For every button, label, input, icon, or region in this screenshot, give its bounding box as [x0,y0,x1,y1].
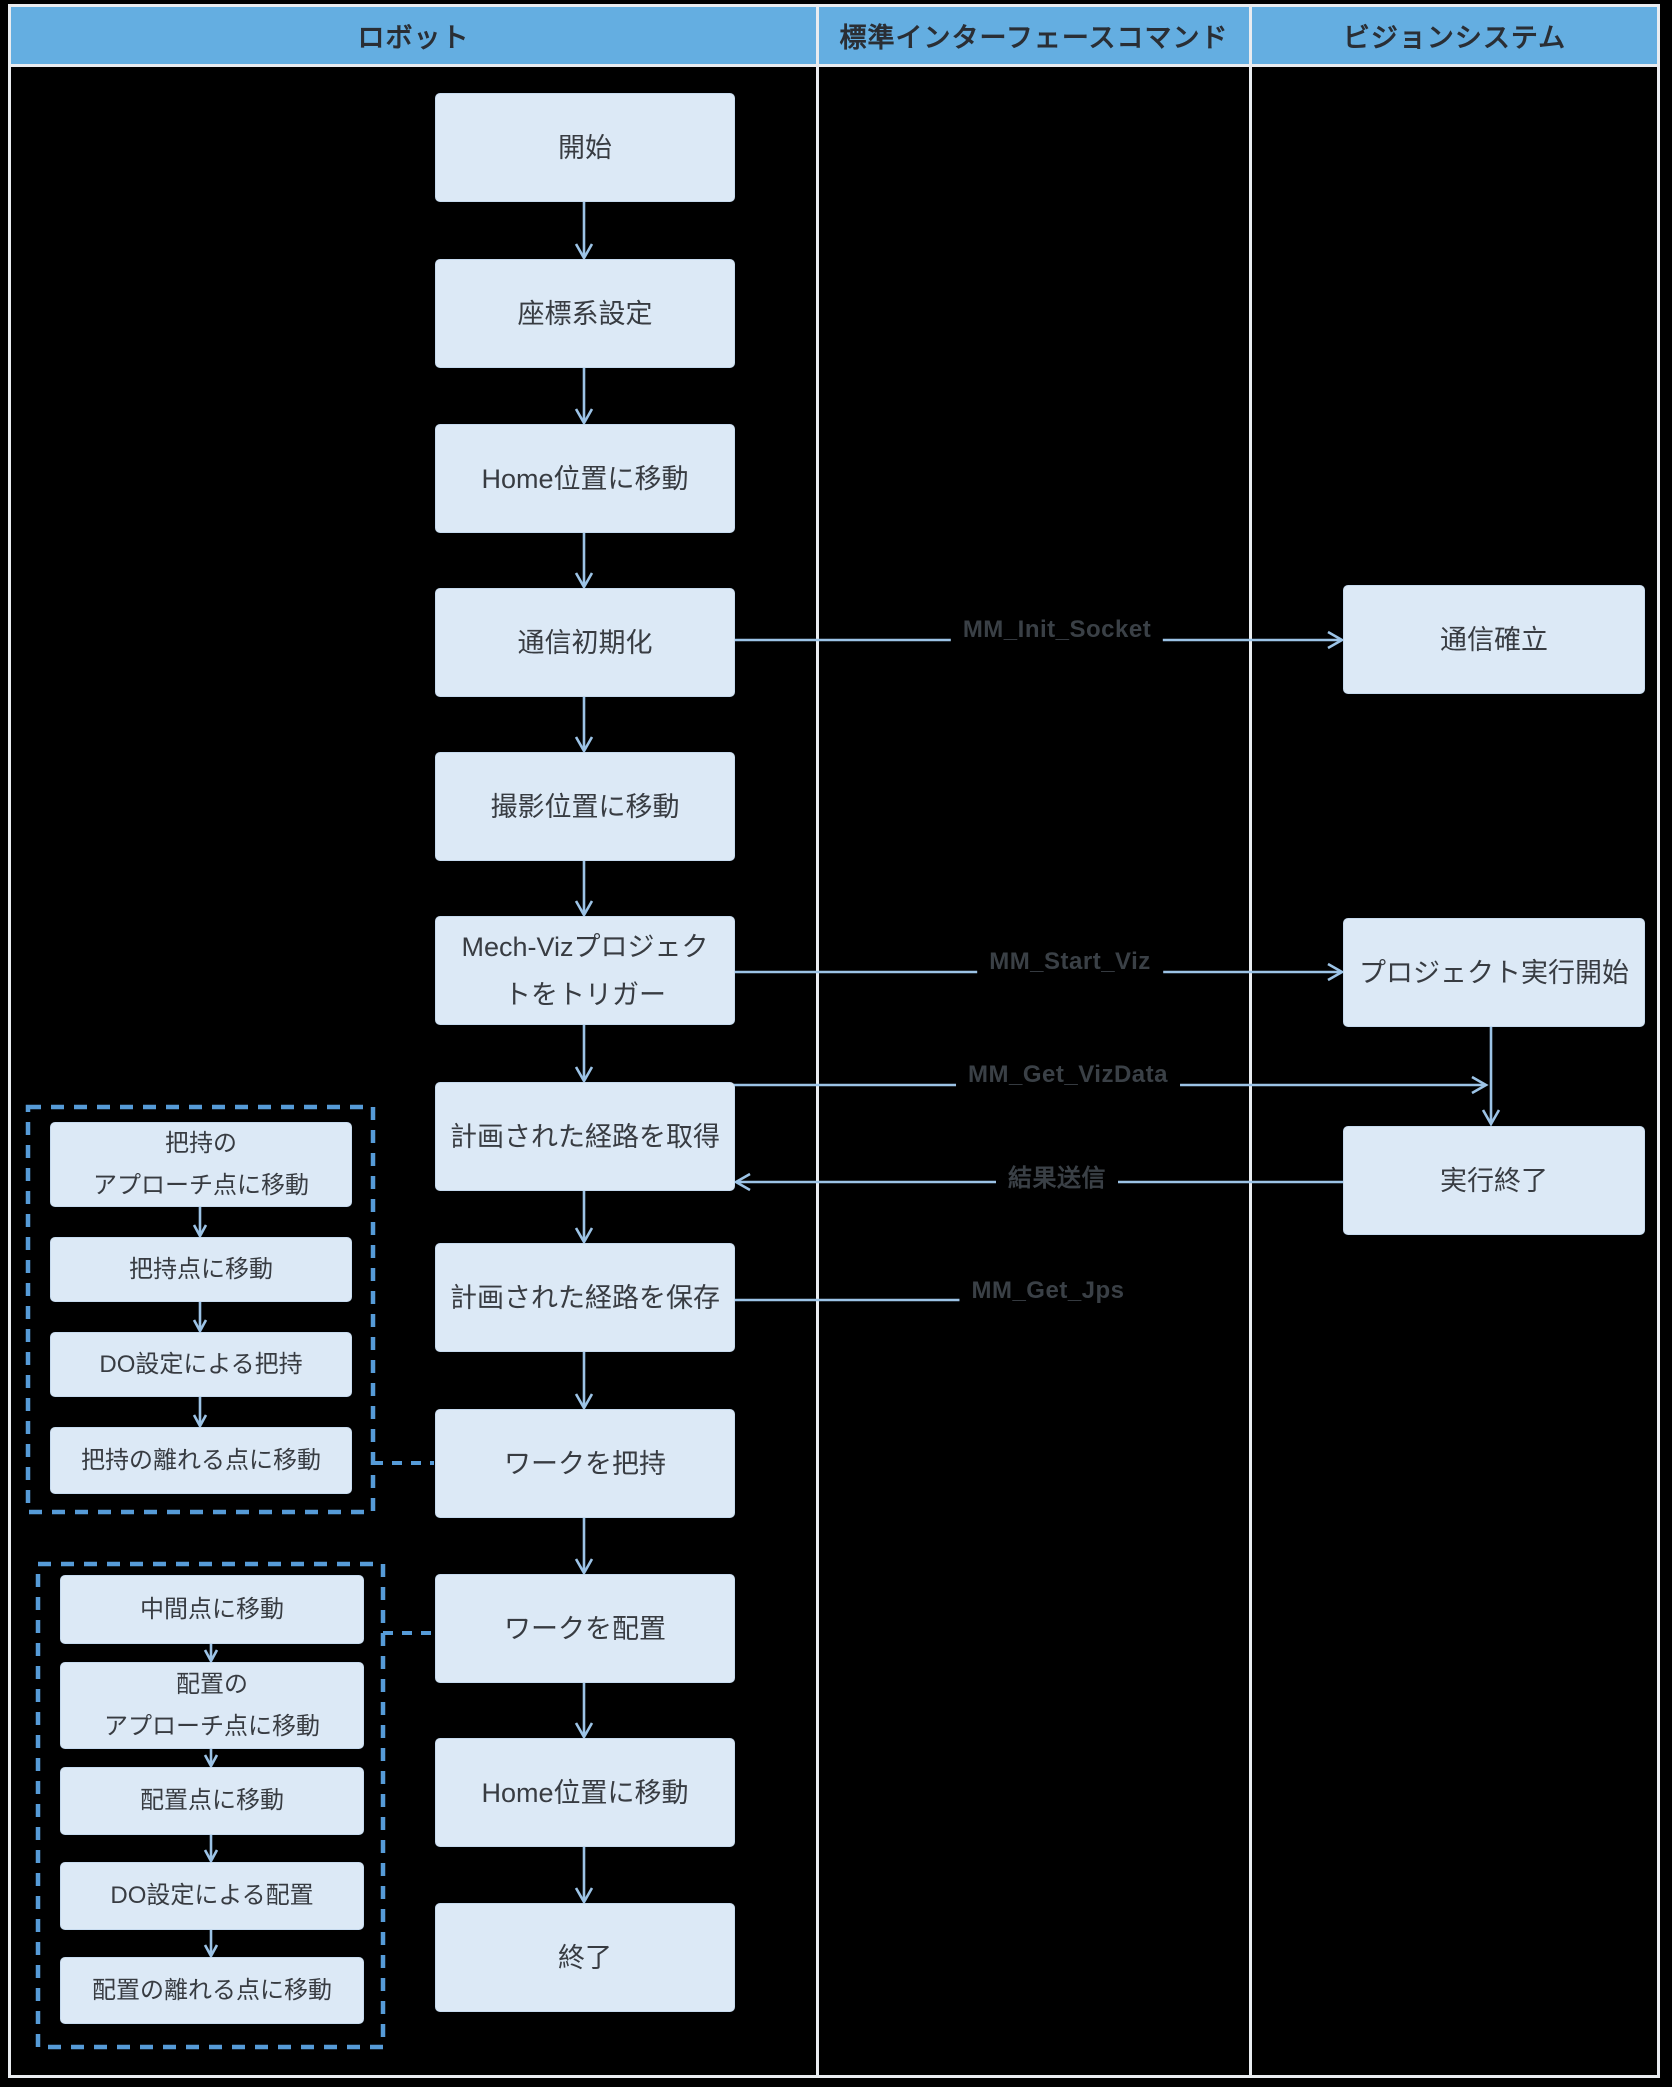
flow-node-get-planned-path: 計画された経路を取得 [435,1082,735,1191]
flow-node-end: 終了 [435,1903,735,2012]
lane-header-vision-system: ビジョンシステム [1342,23,1567,53]
flow-node-init-communication: 通信初期化 [435,588,735,697]
place-step-move-approach-point: 配置の アプローチ点に移動 [60,1662,364,1749]
flow-node-execution-end: 実行終了 [1343,1126,1645,1235]
lane-header-interface-commands: 標準インターフェースコマンド [839,23,1229,53]
lane-header-robot: ロボット [357,23,470,53]
flow-node-start: 開始 [435,93,735,202]
lane-divider-robot-commands [816,7,819,2075]
command-label-mm-get-vizdata: MM_Get_VizData [956,1058,1180,1092]
command-label-mm-start-viz: MM_Start_Viz [977,945,1163,979]
diagram-outer-border [8,4,1660,2078]
flow-node-set-coordinate-system: 座標系設定 [435,259,735,368]
command-label-result-send: 結果送信 [996,1155,1118,1196]
header-bar [11,7,1657,64]
place-step-move-departure-point: 配置の離れる点に移動 [60,1957,364,2024]
grip-step-move-approach-point: 把持の アプローチ点に移動 [50,1122,352,1207]
header-bottom-divider [11,64,1657,67]
flow-node-save-planned-path: 計画された経路を保存 [435,1243,735,1352]
grip-step-move-grip-point: 把持点に移動 [50,1237,352,1302]
flow-node-move-capture-position: 撮影位置に移動 [435,752,735,861]
command-label-mm-get-jps: MM_Get_Jps [959,1274,1137,1308]
lane-divider-commands-vision [1249,7,1252,2075]
grip-step-move-departure-point: 把持の離れる点に移動 [50,1427,352,1494]
place-step-move-intermediate-point: 中間点に移動 [60,1575,364,1644]
flow-node-place-workpiece: ワークを配置 [435,1574,735,1683]
flow-node-move-home-1: Home位置に移動 [435,424,735,533]
flow-node-move-home-2: Home位置に移動 [435,1738,735,1847]
grip-step-do-grip: DO設定による把持 [50,1332,352,1397]
place-step-move-place-point: 配置点に移動 [60,1767,364,1835]
flow-node-project-execution-start: プロジェクト実行開始 [1343,918,1645,1027]
flow-node-communication-established: 通信確立 [1343,585,1645,694]
command-label-mm-init-socket: MM_Init_Socket [950,613,1164,647]
place-step-do-place: DO設定による配置 [60,1862,364,1930]
flow-node-grip-workpiece: ワークを把持 [435,1409,735,1518]
flow-node-trigger-mechviz-project: Mech-Vizプロジェク トをトリガー [435,916,735,1025]
